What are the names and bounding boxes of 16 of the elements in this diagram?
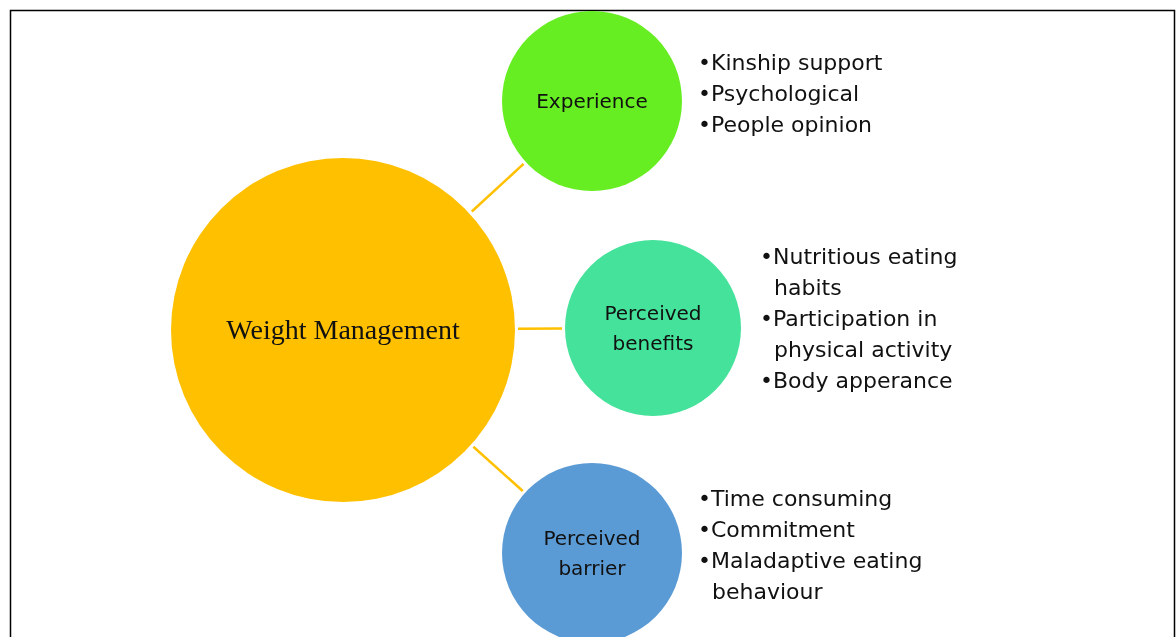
node-label: Perceived benefits: [603, 300, 703, 357]
bullet-item: •Body apperance: [760, 367, 954, 395]
bullet-item: •Commitment: [698, 516, 856, 544]
node-label: Perceived barrier: [542, 525, 642, 582]
connector-line: [472, 445, 524, 492]
node-label: Experience: [536, 88, 648, 115]
bullet-item: •Nutritious eating habits: [760, 243, 959, 302]
bullet-item: •Kinship support: [698, 49, 884, 77]
connector-line: [470, 163, 525, 213]
bullet-item: •Psychological: [698, 80, 861, 108]
bullet-item: •Maladaptive eating behaviour: [698, 547, 924, 606]
bullet-item: •Participation in physical activity: [760, 305, 954, 364]
node-label: Weight Management: [226, 313, 460, 347]
bullet-item: •Time consuming: [698, 485, 894, 513]
connector-line: [518, 327, 562, 331]
bullet-item: •People opinion: [698, 111, 874, 139]
